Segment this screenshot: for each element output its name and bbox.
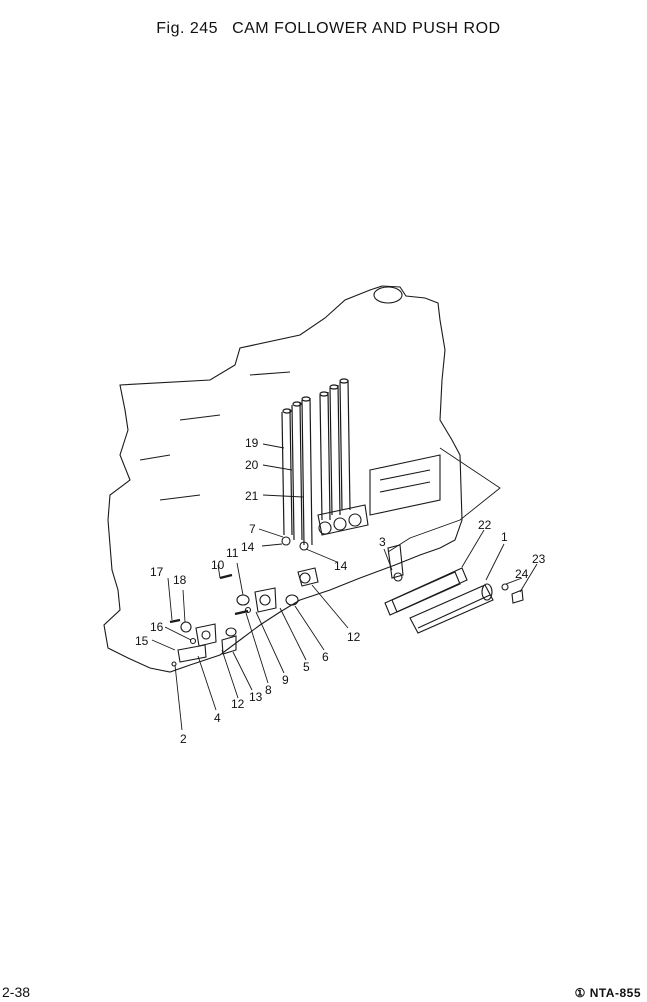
callout-11: 11	[226, 546, 239, 560]
callout-6: 6	[322, 650, 329, 664]
callout-10: 10	[211, 558, 225, 572]
callout-9: 9	[282, 673, 289, 687]
callout-4: 4	[214, 711, 221, 725]
side-cover-detail	[369, 454, 441, 516]
callout-5: 5	[303, 660, 310, 674]
push-rods	[281, 378, 351, 546]
cover-1	[409, 584, 494, 634]
callout-14-left: 14	[241, 540, 255, 554]
follower-body-left	[195, 623, 217, 647]
callout-22: 22	[478, 518, 492, 532]
pin-17	[169, 618, 181, 624]
callout-17: 17	[150, 565, 164, 579]
callout-20: 20	[245, 458, 259, 472]
lower-parts	[169, 536, 404, 667]
document-code: ① NTA-855	[574, 986, 641, 1000]
callout-12-left: 12	[231, 697, 245, 711]
leader-lines	[151, 443, 538, 731]
figure-caption: CAM FOLLOWER AND PUSH ROD	[232, 20, 501, 37]
pin-10	[219, 573, 233, 580]
page-number: 2-38	[2, 984, 31, 1000]
washer-9	[244, 606, 252, 614]
callout-2: 2	[180, 732, 187, 746]
roller-11	[236, 594, 250, 606]
cover-end	[481, 583, 493, 601]
callout-13: 13	[249, 690, 263, 704]
follower-body-right	[297, 567, 319, 587]
follower-body-center	[254, 587, 277, 613]
callout-14-right: 14	[334, 559, 348, 573]
callout-8: 8	[265, 683, 272, 697]
callout-12-right: 12	[347, 630, 361, 644]
engine-block-outline	[103, 285, 463, 673]
oil-filler-cap	[373, 286, 403, 304]
roller-6	[285, 594, 299, 606]
callout-16: 16	[150, 620, 164, 634]
plug-2	[171, 661, 177, 667]
figure-title: Fig. 245 CAM FOLLOWER AND PUSH ROD	[0, 2, 647, 38]
shaft-4	[177, 644, 207, 663]
callout-21: 21	[245, 489, 259, 503]
roller-12-left	[225, 627, 237, 637]
callout-7: 7	[249, 522, 256, 536]
block-detail-lines	[139, 371, 291, 501]
roller-18	[180, 621, 192, 633]
callout-3: 3	[379, 535, 386, 549]
cover-assembly	[384, 567, 524, 634]
callout-24: 24	[515, 567, 529, 581]
washer-24	[501, 583, 509, 591]
callout-19: 19	[245, 436, 259, 450]
washer-16	[189, 637, 197, 645]
gasket-22	[384, 567, 468, 616]
callout-18: 18	[173, 573, 187, 587]
part-3	[387, 544, 404, 579]
callout-15: 15	[135, 634, 149, 648]
bolt-23	[511, 589, 524, 604]
callout-1: 1	[501, 530, 508, 544]
callout-23: 23	[532, 552, 546, 566]
cam-follower-cluster	[317, 504, 369, 536]
figure-number: Fig. 245	[156, 20, 219, 37]
bushing-13	[221, 635, 237, 655]
